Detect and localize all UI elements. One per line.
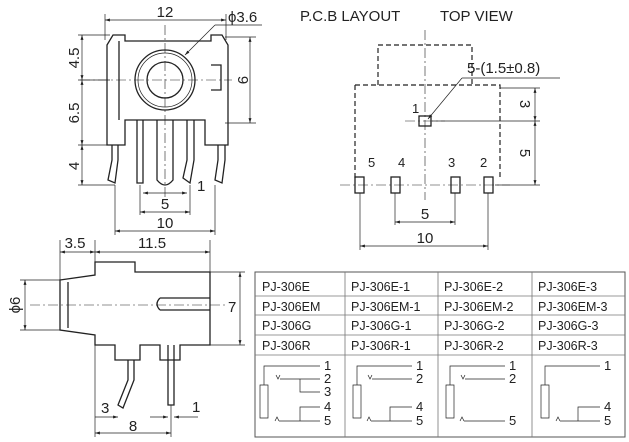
pin-label: 4 bbox=[416, 399, 423, 414]
pcb-layout: P.C.B LAYOUT TOP VIEW 1 5 4 3 2 5-(1.5±0… bbox=[300, 8, 560, 250]
front-view: 12 ϕ3.6 4.5 6.5 4 9 1 5 10 bbox=[66, 4, 262, 235]
hole-spec: 5-(1.5±0.8) bbox=[467, 60, 540, 77]
cell: PJ-306G-2 bbox=[444, 319, 504, 333]
dim-pitch-outer: 10 bbox=[157, 215, 174, 232]
side-view: 3.5 11.5 ϕ6 7 3 1 8 bbox=[7, 235, 245, 437]
cell: PJ-306EM-1 bbox=[351, 300, 421, 314]
pin-label: 5 bbox=[509, 413, 516, 428]
dim-v-bottom: 5 bbox=[516, 149, 533, 157]
dim-hole-diameter: ϕ3.6 bbox=[228, 9, 257, 26]
dim-width: 12 bbox=[157, 4, 174, 21]
pad-1-label: 1 bbox=[412, 101, 419, 116]
cell: PJ-306E-3 bbox=[538, 280, 597, 294]
cell: PJ-306G bbox=[262, 319, 311, 333]
pin-label: 5 bbox=[324, 413, 331, 428]
pin-label: 1 bbox=[324, 358, 331, 373]
pin-label: 1 bbox=[509, 358, 516, 373]
dim-pin-width: 1 bbox=[197, 178, 205, 195]
cell: PJ-306EM-3 bbox=[538, 300, 608, 314]
dim-nose: 3.5 bbox=[65, 235, 86, 252]
pin-label: 4 bbox=[604, 399, 611, 414]
pin-label: 1 bbox=[416, 358, 423, 373]
dim-h-inner: 5 bbox=[421, 206, 429, 223]
cell: PJ-306E-2 bbox=[444, 280, 503, 294]
dim-top: 4.5 bbox=[66, 48, 83, 69]
model-table: PJ-306E PJ-306E-1 PJ-306E-2 PJ-306E-3 PJ… bbox=[254, 271, 626, 438]
pin-label: 2 bbox=[416, 371, 423, 386]
cell: PJ-306EM-2 bbox=[444, 300, 514, 314]
pin-label: 3 bbox=[324, 384, 331, 399]
dim-h-outer: 10 bbox=[417, 230, 434, 247]
pad-2-label: 2 bbox=[480, 155, 487, 170]
dim-leg: 4 bbox=[66, 162, 83, 170]
cell: PJ-306R-2 bbox=[444, 339, 504, 353]
cell: PJ-306EM bbox=[262, 300, 320, 314]
cell: PJ-306G-3 bbox=[538, 319, 598, 333]
dim-mid: 6.5 bbox=[66, 103, 83, 124]
dim-pitch-inner: 5 bbox=[161, 196, 169, 213]
pin-label: 2 bbox=[324, 371, 331, 386]
pcb-title: P.C.B LAYOUT bbox=[300, 8, 400, 25]
pin-label: 5 bbox=[416, 413, 423, 428]
pad-4-label: 4 bbox=[398, 155, 405, 170]
dim-side-pin-width: 1 bbox=[192, 399, 200, 416]
pcb-subtitle: TOP VIEW bbox=[440, 8, 514, 25]
dim-diameter: ϕ6 bbox=[7, 297, 24, 314]
dim-body: 11.5 bbox=[138, 235, 166, 252]
dim-span: 8 bbox=[129, 418, 137, 435]
dim-side-height: 7 bbox=[228, 299, 236, 316]
pin-label: 2 bbox=[509, 371, 516, 386]
pin-label: 4 bbox=[324, 399, 331, 414]
cell: PJ-306R bbox=[262, 339, 311, 353]
pin-label: 1 bbox=[604, 358, 611, 373]
dim-v-top: 3 bbox=[516, 100, 533, 108]
pad-5-label: 5 bbox=[368, 155, 375, 170]
cell: PJ-306R-1 bbox=[351, 339, 411, 353]
dim-leg-offset: 3 bbox=[101, 400, 109, 417]
pin-label: 5 bbox=[604, 413, 611, 428]
cell: PJ-306R-3 bbox=[538, 339, 598, 353]
pad-3-label: 3 bbox=[448, 155, 455, 170]
cell: PJ-306E bbox=[262, 280, 310, 294]
cell: PJ-306E-1 bbox=[351, 280, 410, 294]
dim-height: 9 bbox=[234, 76, 251, 84]
cell: PJ-306G-1 bbox=[351, 319, 411, 333]
